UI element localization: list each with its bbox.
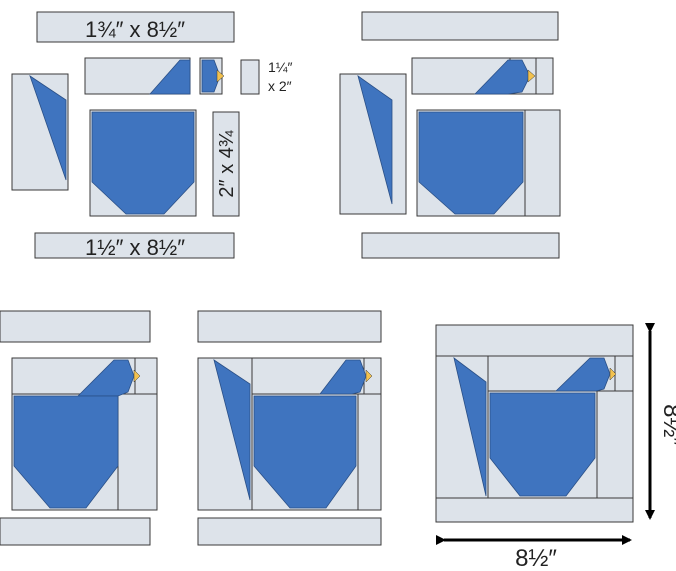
neck-unit bbox=[84, 57, 191, 95]
center-column bbox=[11, 357, 158, 511]
small-piece-label-1: 1¼″ bbox=[268, 59, 292, 75]
step-3-partial-left bbox=[0, 310, 158, 546]
top-strip-label: 1¾″ x 8½″ bbox=[85, 17, 185, 42]
left-wing-unit bbox=[339, 73, 407, 215]
bottom-strip bbox=[0, 517, 151, 546]
top-strip bbox=[197, 310, 382, 343]
small-piece: 1¼″ x 2″ bbox=[240, 59, 292, 95]
bottom-strip-label: 1½″ x 8½″ bbox=[85, 235, 185, 260]
neck-head-row bbox=[411, 57, 554, 95]
bottom-strip bbox=[197, 517, 382, 546]
bottom-strip bbox=[361, 232, 560, 259]
top-strip-piece bbox=[36, 11, 235, 43]
body-unit bbox=[89, 109, 197, 217]
side-strip-label: 2″ x 4¾ bbox=[216, 130, 238, 197]
finished-height-label: 8½″ bbox=[658, 404, 676, 446]
bottom-strip-piece bbox=[34, 232, 235, 259]
finished-block: 8½″ 8½″ bbox=[435, 323, 676, 571]
step-2-rows bbox=[339, 11, 561, 259]
side-strip-piece: 2″ x 4¾ bbox=[212, 111, 240, 217]
head-unit bbox=[199, 57, 225, 95]
step-3-partial-middle bbox=[197, 310, 382, 546]
step-1-pieces: 1¾″ x 8½″ 1¼″ x 2″ 2″ x 4¾ 1½ bbox=[11, 11, 292, 260]
center-column bbox=[197, 357, 382, 511]
top-strip bbox=[0, 310, 151, 343]
left-wing-unit bbox=[11, 73, 69, 191]
body-side-row bbox=[416, 109, 561, 217]
top-strip bbox=[361, 11, 559, 41]
finished-width-label: 8½″ bbox=[515, 545, 557, 571]
small-piece-label-2: x 2″ bbox=[268, 78, 292, 94]
